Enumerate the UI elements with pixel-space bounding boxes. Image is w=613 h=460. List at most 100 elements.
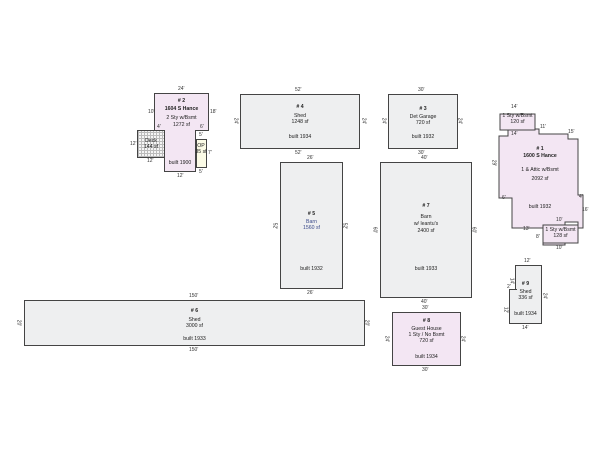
building-5-dim-left: 52' (271, 222, 278, 230)
building-6-dim-top: 150' (189, 293, 199, 299)
deck-name: Deck (145, 138, 157, 144)
building-7-dim-right: 60' (470, 226, 477, 234)
building-7-sub: w/ leantu's (413, 221, 439, 227)
building-5-dim-bottom: 26' (307, 290, 314, 296)
building-1-built: built 1932 (528, 204, 552, 210)
building-8-type: Guest House (411, 326, 442, 332)
building-3-area: 720 sf (415, 120, 431, 126)
building-1-sub1-area: 120 sf (510, 119, 525, 125)
building-3-number: # 3 (419, 106, 427, 112)
building-1-dim-16: 16' (582, 207, 589, 213)
building-8-sub: 1 Sty / No Bsmt (408, 332, 445, 338)
building-1-sub1-label: 1 Sty w/Bsmt (502, 113, 533, 119)
building-9-area: 336 sf (518, 295, 533, 301)
building-6-dim-bottom: 150' (189, 347, 199, 353)
building-8-dim-top: 30' (422, 305, 429, 311)
building-3-dim-top: 30' (418, 87, 425, 93)
building-1-dim-15: 15' (568, 129, 575, 135)
building-7-dim-left: 60' (371, 226, 378, 234)
building-2-number: # 2 (177, 98, 186, 104)
building-5-built: built 1932 (300, 266, 323, 272)
building-6-type: Shed (188, 317, 201, 323)
open-porch-dim-right: 7' (208, 150, 212, 156)
building-5[interactable] (280, 162, 343, 289)
building-8-area: 720 sf (419, 338, 434, 344)
building-2-dim-top: 24' (178, 86, 185, 92)
building-1-sub2-area: 128 sf (553, 233, 568, 239)
building-9-notch (509, 289, 517, 324)
building-1-dim-6: 6' (502, 195, 506, 201)
building-7-dim-bottom: 40' (421, 299, 428, 305)
deck-area: 144 sf (143, 144, 159, 150)
building-9-dim-bottom: 14' (522, 325, 529, 331)
building-2[interactable] (154, 93, 209, 131)
building-2-lower (164, 130, 196, 172)
building-2-dim-right: 18' (210, 109, 217, 115)
deck[interactable] (137, 130, 165, 158)
building-8-dim-right: 24' (459, 335, 466, 343)
building-7-built: built 1933 (414, 266, 438, 272)
building-1-dim-10b: 10' (556, 245, 563, 251)
building-1-number: # 1 (536, 146, 544, 152)
building-5-dim-top: 26' (307, 155, 314, 161)
building-8[interactable] (392, 312, 461, 366)
building-5-number: # 5 (307, 211, 316, 217)
building-1-address: 1600 S Hance (523, 153, 557, 159)
building-1-sub2-label: 1 Sty w/Bsmt (545, 227, 576, 233)
building-6-number: # 6 (190, 308, 199, 314)
building-2-dim-mid: 4' (157, 124, 161, 130)
building-9-dim-right: 24' (541, 292, 548, 300)
building-8-built: built 1934 (415, 354, 438, 360)
building-7[interactable] (380, 162, 472, 298)
building-9-type: Shed (519, 289, 532, 295)
building-8-number: # 8 (422, 318, 431, 324)
building-1-dim-14a: 14' (511, 104, 518, 110)
building-6-area: 3000 sf (185, 323, 204, 329)
building-3-dim-bottom: 30' (418, 150, 425, 156)
building-1-dim-10: 10' (556, 217, 563, 223)
building-7-number: # 7 (422, 203, 430, 209)
building-2-type: 2 Sty w/Bsmt (166, 115, 197, 121)
building-1-dim-4: 4' (579, 194, 583, 200)
building-1-dim-29: 29' (490, 159, 497, 167)
building-8-dim-left: 24' (383, 335, 390, 343)
building-7-dim-top: 40' (421, 155, 428, 161)
building-4-dim-top: 52' (295, 87, 302, 93)
building-3[interactable] (388, 94, 458, 149)
building-9-built: built 1934 (514, 311, 537, 317)
building-6-built: built 1933 (183, 336, 206, 342)
building-6-dim-right: 20' (363, 319, 370, 327)
building-9-dim-top: 12' (524, 258, 531, 264)
building-6[interactable] (24, 300, 365, 346)
building-4-area: 1248 sf (291, 119, 309, 125)
building-5-type: Barn (306, 219, 317, 225)
open-porch-area: 35 sf (195, 149, 207, 155)
building-2-address: 1604 S Hance (164, 106, 199, 112)
building-4-built: built 1934 (288, 134, 312, 140)
building-2-built: built 1900 (168, 160, 192, 166)
building-1-dim-14b: 14' (511, 131, 518, 137)
building-2-dim-mid2: 6' (200, 124, 204, 130)
building-4[interactable] (240, 94, 360, 149)
open-porch-name: OP (197, 143, 205, 149)
building-8-dim-bottom: 30' (422, 367, 429, 373)
building-1-dim-8: 8' (536, 234, 540, 240)
building-1-dim-11: 11' (540, 124, 547, 130)
building-1-type: 1 & Attic w/Bsmt (521, 167, 559, 173)
building-9-number: # 9 (521, 281, 530, 287)
deck-dim-left: 12' (130, 141, 137, 147)
building-5-dim-right: 52' (341, 222, 348, 230)
deck-dim-bottom: 12' (147, 158, 154, 164)
building-5-area: 1560 sf (302, 225, 321, 231)
building-2-dim-left: 10' (148, 109, 155, 115)
building-3-type: Det Garage (409, 114, 437, 120)
open-porch-dim-top: 5' (199, 132, 203, 138)
open-porch[interactable] (196, 139, 207, 168)
building-9-dim-mid: 2' (507, 284, 511, 290)
building-2-dim-bottom: 12' (177, 173, 184, 179)
building-1-area: 2092 sf (531, 176, 549, 182)
building-2-area: 1272 sf (172, 122, 191, 128)
building-1-dim-13: 13' (523, 226, 530, 232)
building-4-type: Shed (293, 113, 307, 119)
